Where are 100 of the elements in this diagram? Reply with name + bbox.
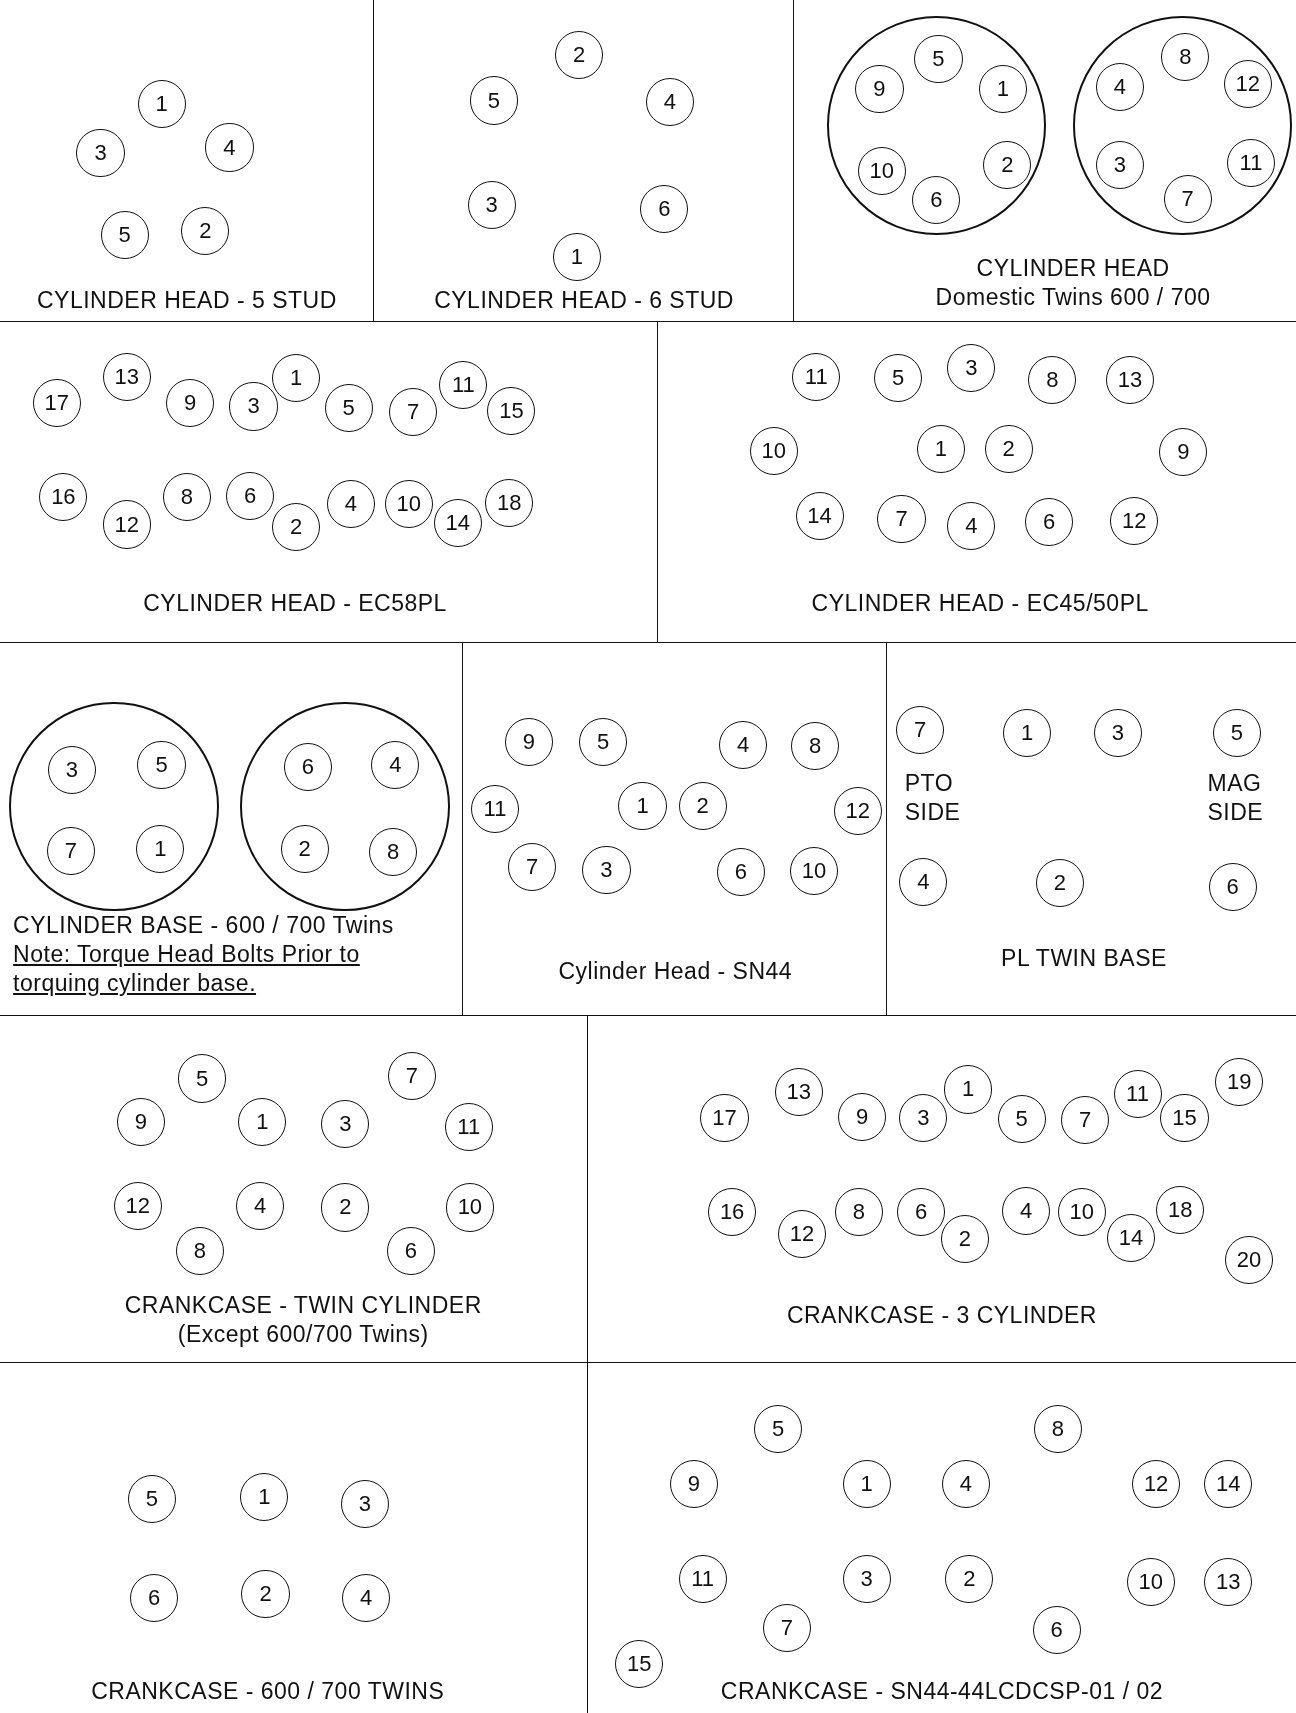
sequence-number: 7 (762, 1604, 811, 1653)
sequence-number: 6 (1032, 1606, 1081, 1655)
sequence-number: 4 (371, 740, 420, 789)
sequence-number: 14 (795, 491, 844, 540)
sequence-number: 5 (469, 76, 518, 125)
sequence-number: 6 (912, 175, 961, 224)
sequence-number: 3 (947, 344, 996, 393)
sequence-number: 6 (1208, 863, 1257, 912)
sequence-number: 2 (945, 1554, 994, 1604)
sequence-number: 6 (897, 1187, 946, 1236)
sequence-number: 1 (238, 1098, 287, 1147)
sequence-number: 3 (899, 1093, 948, 1142)
sequence-number: 5 (178, 1054, 227, 1103)
sequence-number: 14 (1106, 1214, 1155, 1263)
sequence-number: 4 (947, 501, 996, 550)
sequence-number: 11 (1226, 138, 1276, 187)
sequence-number: 13 (1204, 1558, 1253, 1607)
cylinder-outline (8, 701, 219, 912)
sequence-number: 1 (842, 1459, 891, 1508)
sequence-number: 12 (778, 1209, 827, 1258)
sequence-number: 5 (579, 717, 628, 766)
sequence-number: 14 (433, 499, 482, 548)
panel-caption: CYLINDER HEAD - EC45/50PL (810, 589, 1150, 618)
panel-caption: CYLINDER HEAD - 6 STUD (433, 286, 735, 316)
panel-caption: CRANKCASE - 3 CYLINDER (785, 1301, 1098, 1331)
panel-caption: Domestic Twins 600 / 700 (934, 282, 1212, 312)
sequence-number: 6 (226, 472, 275, 521)
sequence-number: 6 (640, 184, 689, 233)
sequence-number: 8 (175, 1227, 224, 1276)
sequence-number: 11 (439, 360, 488, 409)
sequence-number: 18 (485, 478, 534, 527)
sequence-number: 1 (1003, 709, 1052, 758)
sequence-number: 2 (241, 1570, 290, 1619)
sequence-number: 7 (389, 387, 438, 436)
sequence-number: 7 (46, 827, 95, 876)
sequence-number: 15 (487, 386, 536, 435)
sequence-number: 11 (792, 352, 841, 402)
sequence-number: 4 (645, 77, 694, 126)
sequence-number: 19 (1215, 1057, 1264, 1106)
diagram-panel (463, 642, 888, 1017)
sequence-number: 12 (1110, 497, 1159, 546)
sequence-number: 3 (340, 1479, 389, 1528)
sequence-number: 11 (678, 1554, 727, 1604)
diagram-panel (0, 642, 464, 1017)
sequence-number: 10 (1126, 1558, 1175, 1607)
sequence-number: 6 (716, 847, 765, 897)
sequence-number: 7 (508, 842, 557, 891)
sequence-number: 4 (719, 721, 768, 770)
side-label: PTO SIDE (904, 769, 962, 828)
sequence-number: 9 (855, 65, 904, 114)
sequence-number: 3 (1095, 140, 1144, 189)
sequence-number: 8 (1033, 1405, 1082, 1454)
sequence-number: 10 (790, 846, 839, 895)
sequence-number: 8 (1028, 356, 1077, 405)
sequence-number: 2 (181, 206, 230, 255)
sequence-number: 2 (280, 824, 329, 873)
sequence-number: 13 (774, 1067, 823, 1116)
sequence-number: 3 (1093, 709, 1142, 758)
sequence-number: 12 (833, 786, 882, 835)
sequence-number: 5 (997, 1094, 1046, 1143)
sequence-number: 4 (1095, 63, 1144, 112)
cylinder-outline (1073, 16, 1292, 235)
sequence-number: 3 (47, 746, 96, 795)
sequence-number: 15 (1160, 1093, 1209, 1142)
sequence-number: 6 (386, 1227, 435, 1276)
sequence-number: 1 (272, 354, 321, 403)
sequence-number: 6 (1025, 498, 1074, 547)
sequence-number: 13 (102, 352, 151, 402)
sequence-number: 5 (914, 34, 963, 83)
sequence-number: 4 (236, 1182, 285, 1231)
sequence-number: 6 (283, 742, 332, 791)
panel-caption: CYLINDER HEAD (975, 253, 1171, 283)
sequence-number: 17 (700, 1093, 749, 1142)
sequence-number: 6 (130, 1573, 179, 1622)
sequence-number: 1 (944, 1065, 993, 1114)
panel-caption: CYLINDER BASE - 600 / 700 Twins (13, 911, 395, 941)
sequence-number: 4 (342, 1573, 391, 1622)
sequence-number: 12 (102, 500, 151, 549)
sequence-number: 10 (749, 427, 798, 476)
sequence-number: 3 (321, 1100, 370, 1149)
sequence-number: 17 (32, 379, 81, 428)
sequence-number: 12 (1132, 1459, 1181, 1508)
sequence-number: 11 (444, 1102, 493, 1151)
sequence-number: 9 (116, 1098, 165, 1147)
sequence-number: 5 (100, 210, 149, 259)
sequence-number: 10 (857, 147, 906, 196)
diagram-panel (0, 0, 374, 323)
sequence-number: 1 (552, 232, 601, 281)
sequence-number: 2 (1035, 858, 1084, 907)
sequence-number: 1 (136, 824, 185, 873)
sequence-number: 3 (229, 382, 278, 431)
sequence-number: 4 (1002, 1186, 1051, 1235)
sequence-number: 11 (1113, 1069, 1162, 1118)
sequence-number: 8 (1161, 32, 1210, 81)
sequence-number: 7 (1163, 174, 1212, 223)
sequence-number: 8 (162, 473, 211, 522)
sequence-number: 7 (1061, 1096, 1110, 1145)
sequence-number: 4 (899, 857, 948, 906)
sequence-number: 2 (272, 502, 321, 551)
sequence-number: 16 (39, 473, 88, 522)
